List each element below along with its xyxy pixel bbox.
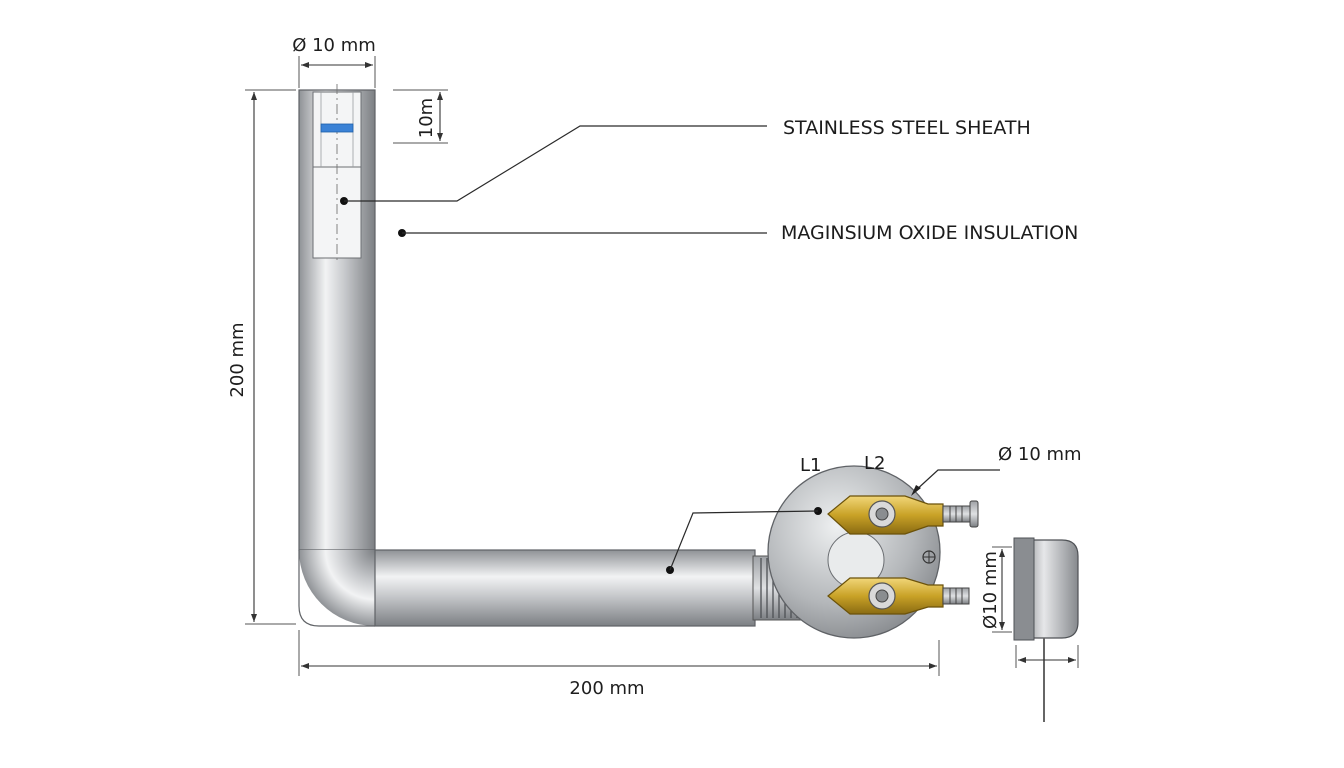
label-insulation: MAGINSIUM OXIDE INSULATION [781, 222, 1078, 244]
dim-horizontal-length: 200 mm [569, 678, 644, 699]
element-band [320, 123, 354, 133]
label-l1: L1 [800, 455, 821, 476]
label-sheath: STAINLESS STEEL SHEATH [783, 117, 1031, 139]
dim-cap-diameter: Ø10 mm [980, 551, 1001, 629]
dim-vertical-length: 200 mm [227, 322, 248, 397]
dim-flange-diameter: Ø 10 mm [998, 444, 1082, 465]
dim-top-diameter: Ø 10 mm [292, 35, 376, 56]
leader-lines [344, 125, 1000, 574]
dimension-lines [245, 56, 1079, 676]
terminal-l1-l2 [827, 495, 979, 615]
label-l2: L2 [864, 453, 885, 474]
heater-tube [298, 89, 756, 627]
end-cap [1013, 537, 1079, 722]
tube-cutaway [312, 84, 362, 262]
dim-tip-length: 10m [416, 98, 437, 138]
